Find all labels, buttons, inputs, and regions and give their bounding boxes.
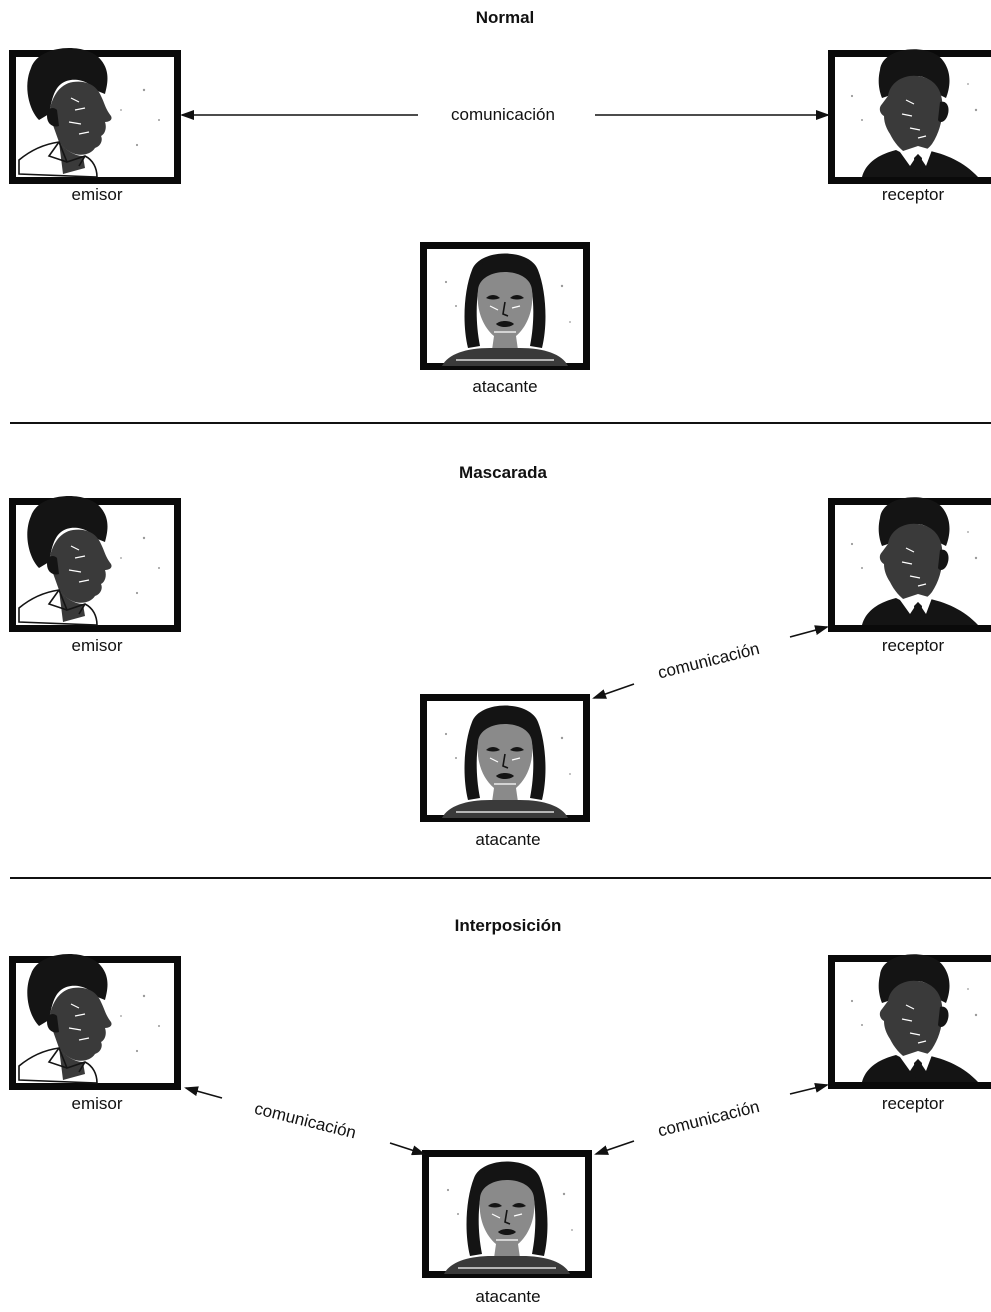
section-title-normal: Normal <box>476 8 535 27</box>
sender-icon <box>13 496 178 628</box>
sender-icon <box>13 954 178 1086</box>
communication-label: comunicación <box>656 639 761 683</box>
sender-icon <box>13 48 178 180</box>
communication-arrow-to-receiver <box>790 1085 827 1094</box>
attacker-icon <box>424 698 587 819</box>
communication-arrow-to-attacker <box>596 1141 634 1154</box>
communication-label: comunicación <box>253 1099 358 1143</box>
communication-arrow-to-attacker <box>390 1143 424 1154</box>
communication-arrow-to-sender <box>186 1088 222 1098</box>
attacker-label: atacante <box>472 377 537 396</box>
attacker-icon <box>424 246 587 367</box>
attacker-label: atacante <box>475 830 540 849</box>
communication-arrow-to-receiver <box>790 627 827 637</box>
communication-arrow-to-attacker <box>594 684 634 698</box>
communication-label: comunicación <box>656 1097 761 1141</box>
receiver-icon <box>832 497 991 628</box>
receiver-label: receptor <box>882 636 945 655</box>
attacker-label: atacante <box>475 1287 540 1306</box>
sender-label: emisor <box>71 636 122 655</box>
receiver-label: receptor <box>882 1094 945 1113</box>
receiver-icon <box>832 954 991 1085</box>
attacker-icon <box>426 1154 589 1275</box>
receiver-icon <box>832 49 991 180</box>
section-title-masquerade: Mascarada <box>459 463 547 482</box>
sender-label: emisor <box>71 185 122 204</box>
communication-label: comunicación <box>451 105 555 124</box>
section-title-interposition: Interposición <box>455 916 562 935</box>
receiver-label: receptor <box>882 185 945 204</box>
sender-label: emisor <box>71 1094 122 1113</box>
